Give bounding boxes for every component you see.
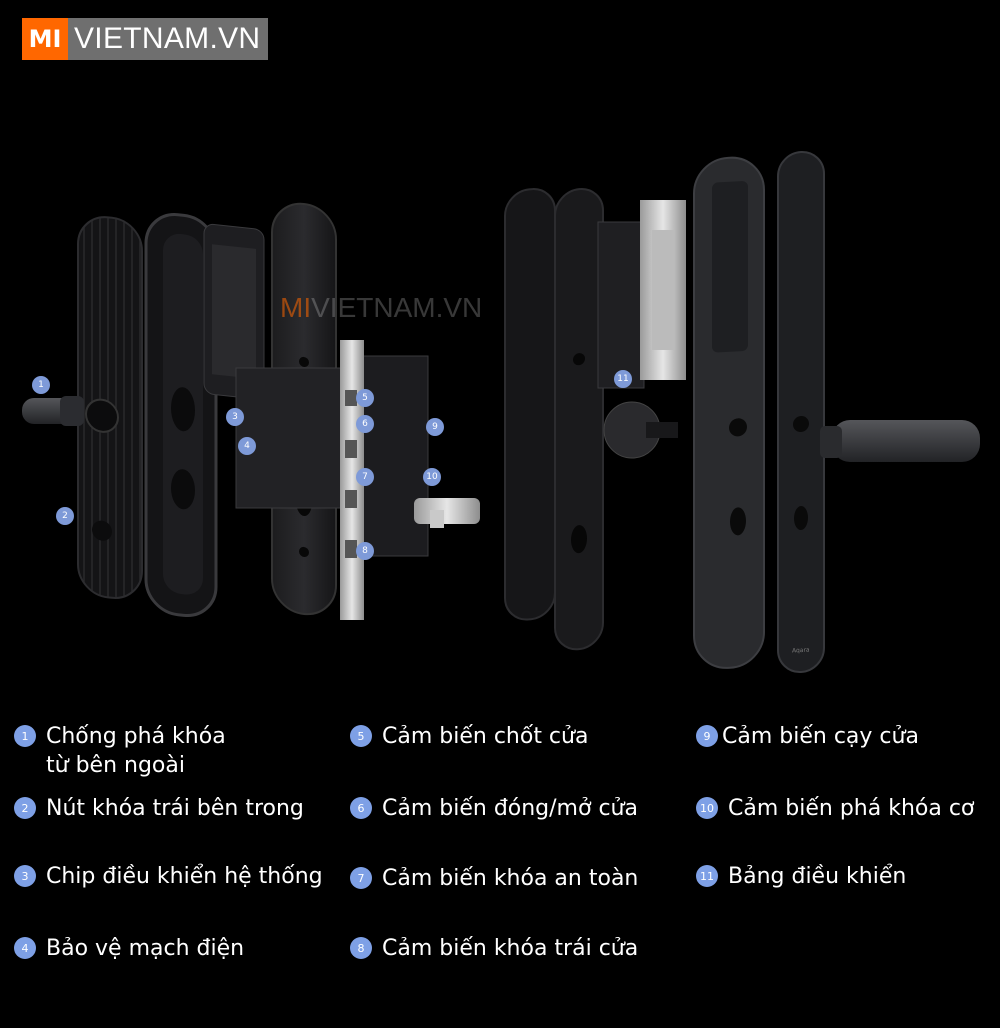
marker-10: 10 <box>423 468 441 486</box>
inner-panel <box>693 156 765 669</box>
marker-3: 3 <box>226 408 244 426</box>
logo-mark: MI <box>22 18 68 60</box>
product-label: Aqara <box>792 647 810 655</box>
site-logo[interactable]: MI VIETNAM.VN <box>22 18 269 60</box>
front-panel: Aqara <box>777 150 825 674</box>
outer-back-plate <box>77 216 143 599</box>
logo-text: VIETNAM.VN <box>68 18 269 60</box>
left-handle <box>22 396 84 426</box>
marker-9: 9 <box>426 418 444 436</box>
right-back-plate <box>504 188 604 651</box>
marker-5: 5 <box>356 389 374 407</box>
marker-4: 4 <box>238 437 256 455</box>
marker-1: 1 <box>32 376 50 394</box>
marker-7: 7 <box>356 468 374 486</box>
right-handle <box>820 420 980 462</box>
exploded-lock-illustration: Aqara <box>22 150 980 674</box>
marker-8: 8 <box>356 542 374 560</box>
control-board <box>597 200 686 389</box>
lock-cylinder <box>414 498 480 528</box>
motor-assembly <box>603 401 678 459</box>
circuit-board <box>203 223 265 400</box>
marker-2: 2 <box>56 507 74 525</box>
marker-11: 11 <box>614 370 632 388</box>
watermark: MIVIETNAM.VN <box>280 292 483 323</box>
inner-frame <box>144 213 218 618</box>
marker-6: 6 <box>356 415 374 433</box>
